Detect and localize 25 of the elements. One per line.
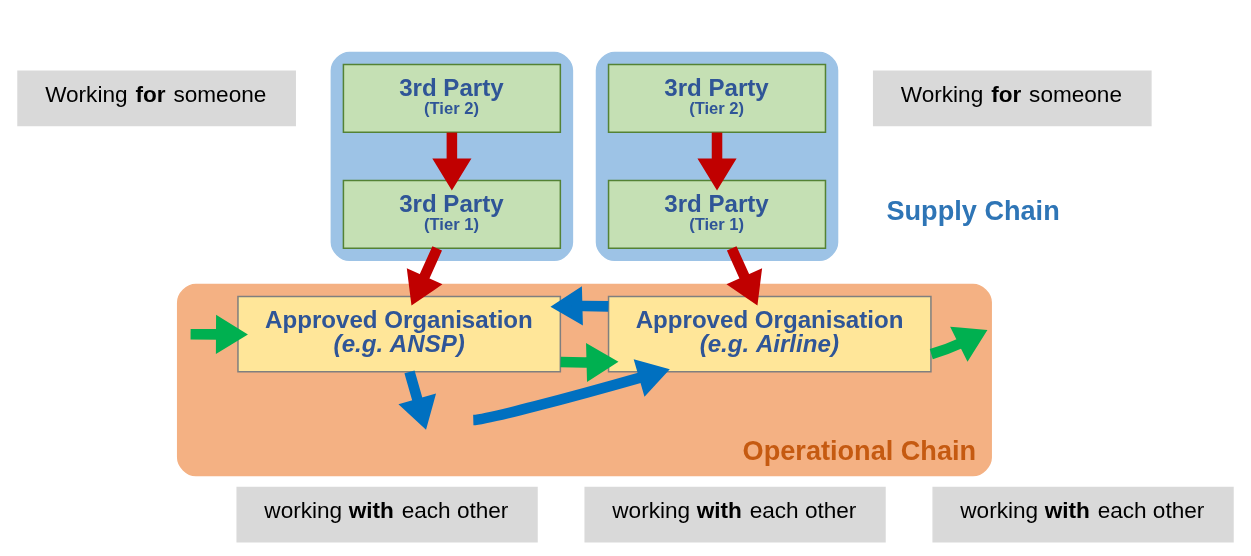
node-box: working with each other xyxy=(236,486,538,543)
node-box: working with each other xyxy=(932,486,1234,543)
node-box: Working for someone xyxy=(872,70,1152,127)
arrow xyxy=(190,314,248,354)
node-box: 3rd Party (Tier 1) xyxy=(607,179,827,250)
label: Supply Chain xyxy=(886,194,1060,226)
arrow xyxy=(929,326,988,362)
node-box: 3rd Party (Tier 1) xyxy=(342,179,562,250)
node-box: 3rd Party (Tier 2) xyxy=(342,63,562,134)
arrow xyxy=(560,342,619,383)
cluster xyxy=(595,51,839,262)
node-label: Operational Chain xyxy=(742,434,977,466)
node-box: Working for someone xyxy=(17,70,296,127)
node-box: Approved Organisation (e.g. Airline) xyxy=(607,295,932,373)
node-box: 3rd Party (Tier 2) xyxy=(607,63,827,134)
node-box: Approved Organisation (e.g. ANSP) xyxy=(237,295,562,373)
arrow xyxy=(406,246,443,306)
arrow xyxy=(432,132,472,191)
arrow xyxy=(726,246,763,306)
cluster xyxy=(330,51,574,262)
arrow xyxy=(697,132,737,191)
node-box: working with each other xyxy=(584,486,886,543)
arrow xyxy=(398,370,437,430)
arrow xyxy=(472,359,670,426)
arrow xyxy=(550,286,609,326)
